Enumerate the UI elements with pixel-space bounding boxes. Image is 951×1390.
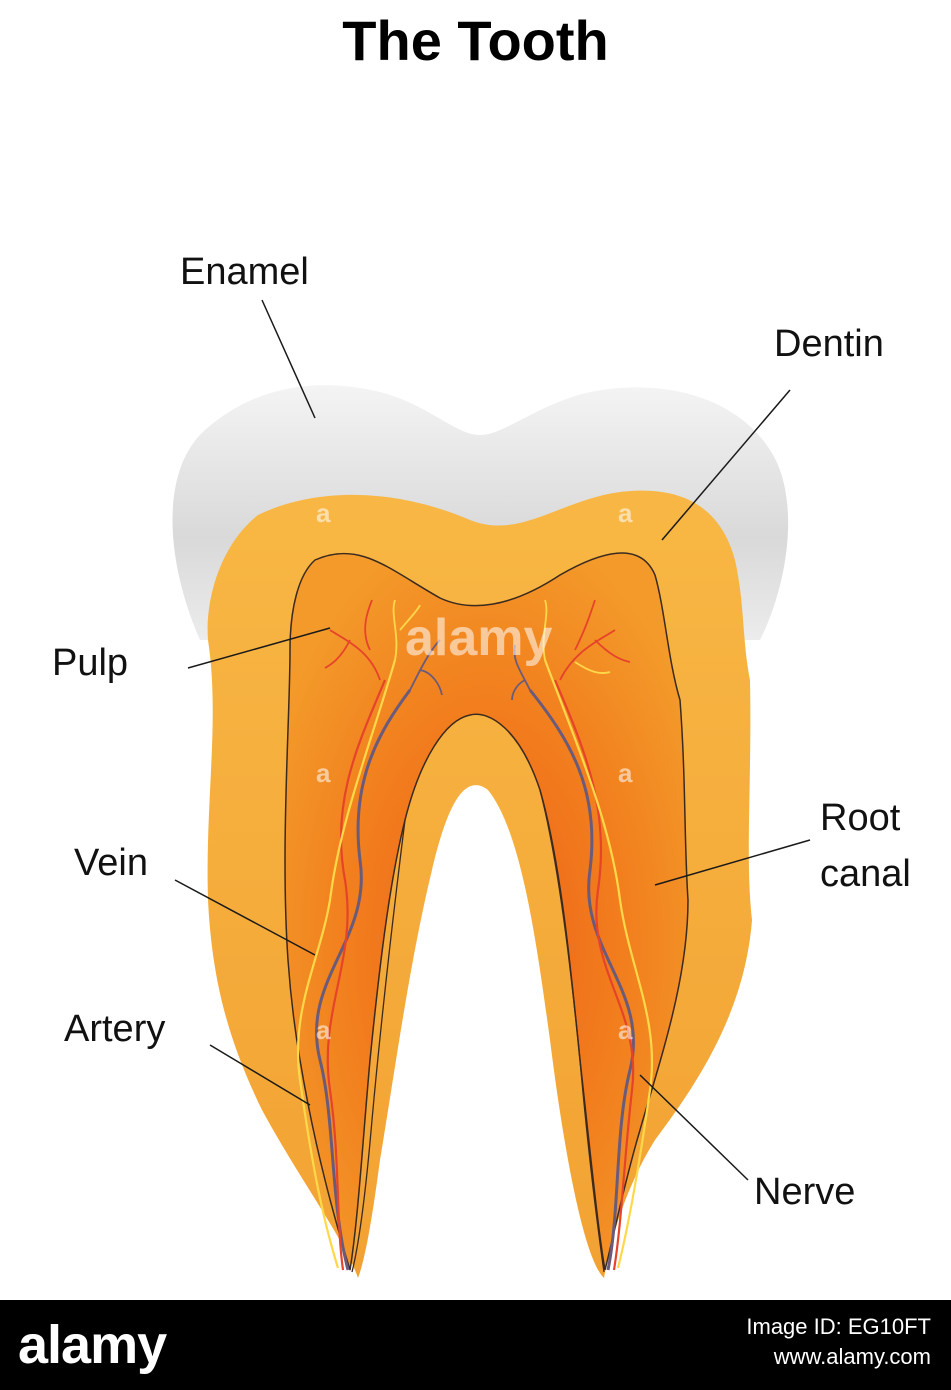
- leader-root-canal: [654, 839, 811, 886]
- label-nerve: Nerve: [754, 1171, 856, 1213]
- crown-branches-right: [511, 599, 631, 701]
- leader-lines: [174, 299, 811, 1181]
- crown-branches-left: [324, 599, 443, 696]
- image-id: Image ID: EG10FT: [746, 1314, 931, 1339]
- artery-right: [553, 679, 635, 1271]
- label-root-canal-line2: canal: [820, 853, 911, 895]
- watermark-a4: a: [618, 758, 633, 788]
- leader-vein: [174, 879, 316, 956]
- footer-bar: alamy Image ID: EG10FT www.alamy.com: [0, 1300, 951, 1390]
- leader-enamel: [261, 299, 316, 419]
- label-pulp: Pulp: [52, 642, 129, 684]
- site-url: www.alamy.com: [773, 1344, 931, 1369]
- label-artery: Artery: [64, 1008, 166, 1050]
- canal-wall-right: [539, 789, 605, 1273]
- watermark-a1: a: [316, 498, 331, 528]
- label-dentin: Dentin: [774, 323, 884, 365]
- watermark-a5: a: [316, 1015, 331, 1045]
- watermark-a3: a: [316, 758, 331, 788]
- watermark-a2: a: [618, 498, 633, 528]
- leader-nerve: [639, 1074, 749, 1181]
- artery-left: [326, 679, 387, 1271]
- nerve-left: [296, 659, 397, 1269]
- label-enamel: Enamel: [180, 251, 309, 293]
- leader-artery: [209, 1044, 311, 1106]
- leader-dentin: [661, 389, 791, 541]
- watermark-center: alamy: [405, 609, 553, 667]
- pulp-chamber: [284, 552, 689, 1271]
- watermark-a6: a: [618, 1015, 633, 1045]
- vein-left: [314, 689, 412, 1271]
- vein-right: [528, 689, 636, 1271]
- nerve-right: [543, 659, 654, 1269]
- leader-pulp: [187, 627, 331, 669]
- footer-logo: alamy: [18, 1315, 167, 1375]
- label-root-canal-line1: Root: [820, 797, 901, 839]
- tooth-diagram: [172, 299, 811, 1278]
- diagram-title: The Tooth: [342, 9, 609, 72]
- footer-id-block: Image ID: EG10FT www.alamy.com: [746, 1312, 931, 1372]
- canal-wall-left: [351, 819, 406, 1273]
- label-vein: Vein: [74, 842, 148, 884]
